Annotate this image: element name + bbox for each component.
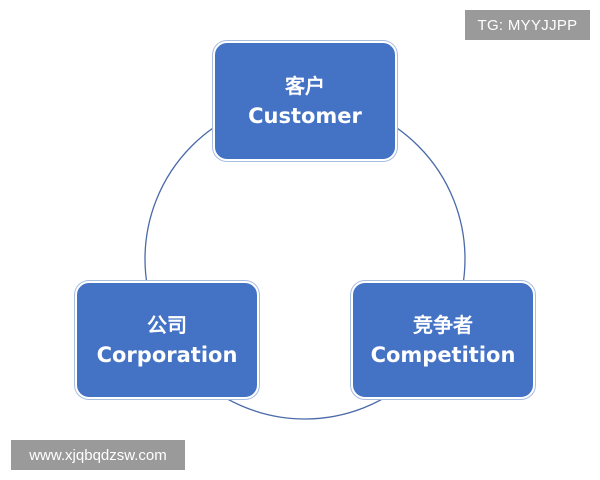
node-customer-zh-label: 客户 xyxy=(285,74,325,98)
node-company-en-label: Corporation xyxy=(96,343,238,367)
node-customer-en-label: Customer xyxy=(248,104,362,128)
node-customer: 客户 Customer xyxy=(213,41,397,161)
watermark-top-right: TG: MYYJJPP xyxy=(465,10,590,40)
node-competitor-en-label: Competition xyxy=(370,343,516,367)
node-competitor: 竞争者 Competition xyxy=(351,281,535,399)
node-company: 公司 Corporation xyxy=(75,281,259,399)
watermark-bottom-left: www.xjqbqdzsw.com xyxy=(11,440,185,470)
node-competitor-zh-label: 竞争者 xyxy=(413,313,473,337)
node-company-zh-label: 公司 xyxy=(147,313,187,337)
